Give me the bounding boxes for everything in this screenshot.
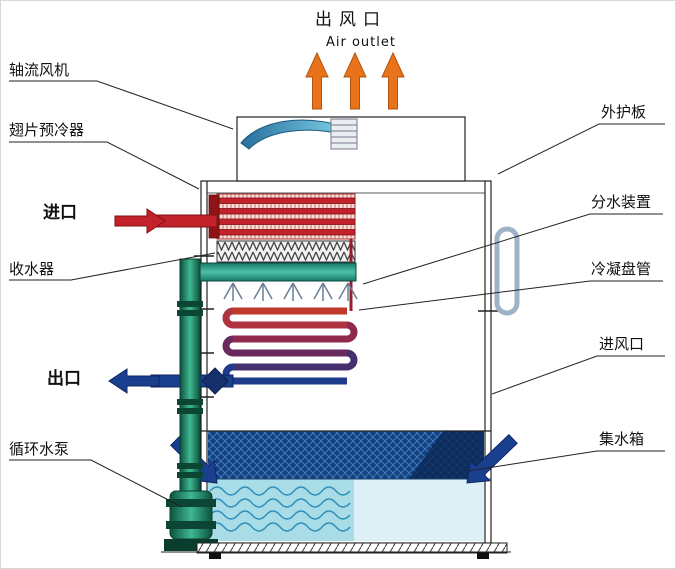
label-condensing-coil: 冷凝盘管 (591, 260, 652, 278)
fan-hub (330, 118, 358, 150)
label-axial-fan: 轴流风机 (9, 61, 70, 79)
label-air-inlet: 进风口 (599, 335, 645, 353)
axial-fan (240, 118, 358, 150)
side-handle (494, 226, 520, 316)
pipe-flanges (177, 301, 203, 478)
label-outer-panel: 外护板 (601, 103, 647, 121)
label-fin-precooler: 翅片预冷器 (9, 121, 85, 139)
fin-precooler (208, 193, 356, 240)
label-circulating-pump: 循环水泵 (9, 440, 70, 458)
leader-lines (9, 80, 665, 508)
circulating-pump (164, 490, 218, 551)
spray-nozzles (223, 282, 358, 301)
label-outlet: 出口 (47, 369, 81, 389)
inlet-pipe (114, 208, 218, 234)
label-inlet: 进口 (43, 203, 77, 223)
label-air-outlet-en: Air outlet (326, 35, 396, 50)
label-water-distributor: 分水装置 (591, 193, 652, 211)
label-water-tank: 集水箱 (599, 430, 645, 448)
condensing-coil (222, 307, 358, 385)
air-in-arrow-right (466, 433, 518, 484)
water-tank (201, 430, 491, 541)
circulation-pipe (164, 258, 218, 551)
outlet-arrow (108, 368, 160, 394)
drift-eliminator (216, 240, 356, 263)
label-air-outlet-cn: 出风口 (315, 10, 387, 30)
inlet-arrow (114, 208, 166, 234)
label-drift-eliminator: 收水器 (9, 260, 55, 278)
outlet-valve-diamond (201, 367, 229, 395)
air-outlet-arrows (305, 51, 405, 110)
water-waves (209, 486, 351, 532)
foundation-base (161, 542, 511, 559)
